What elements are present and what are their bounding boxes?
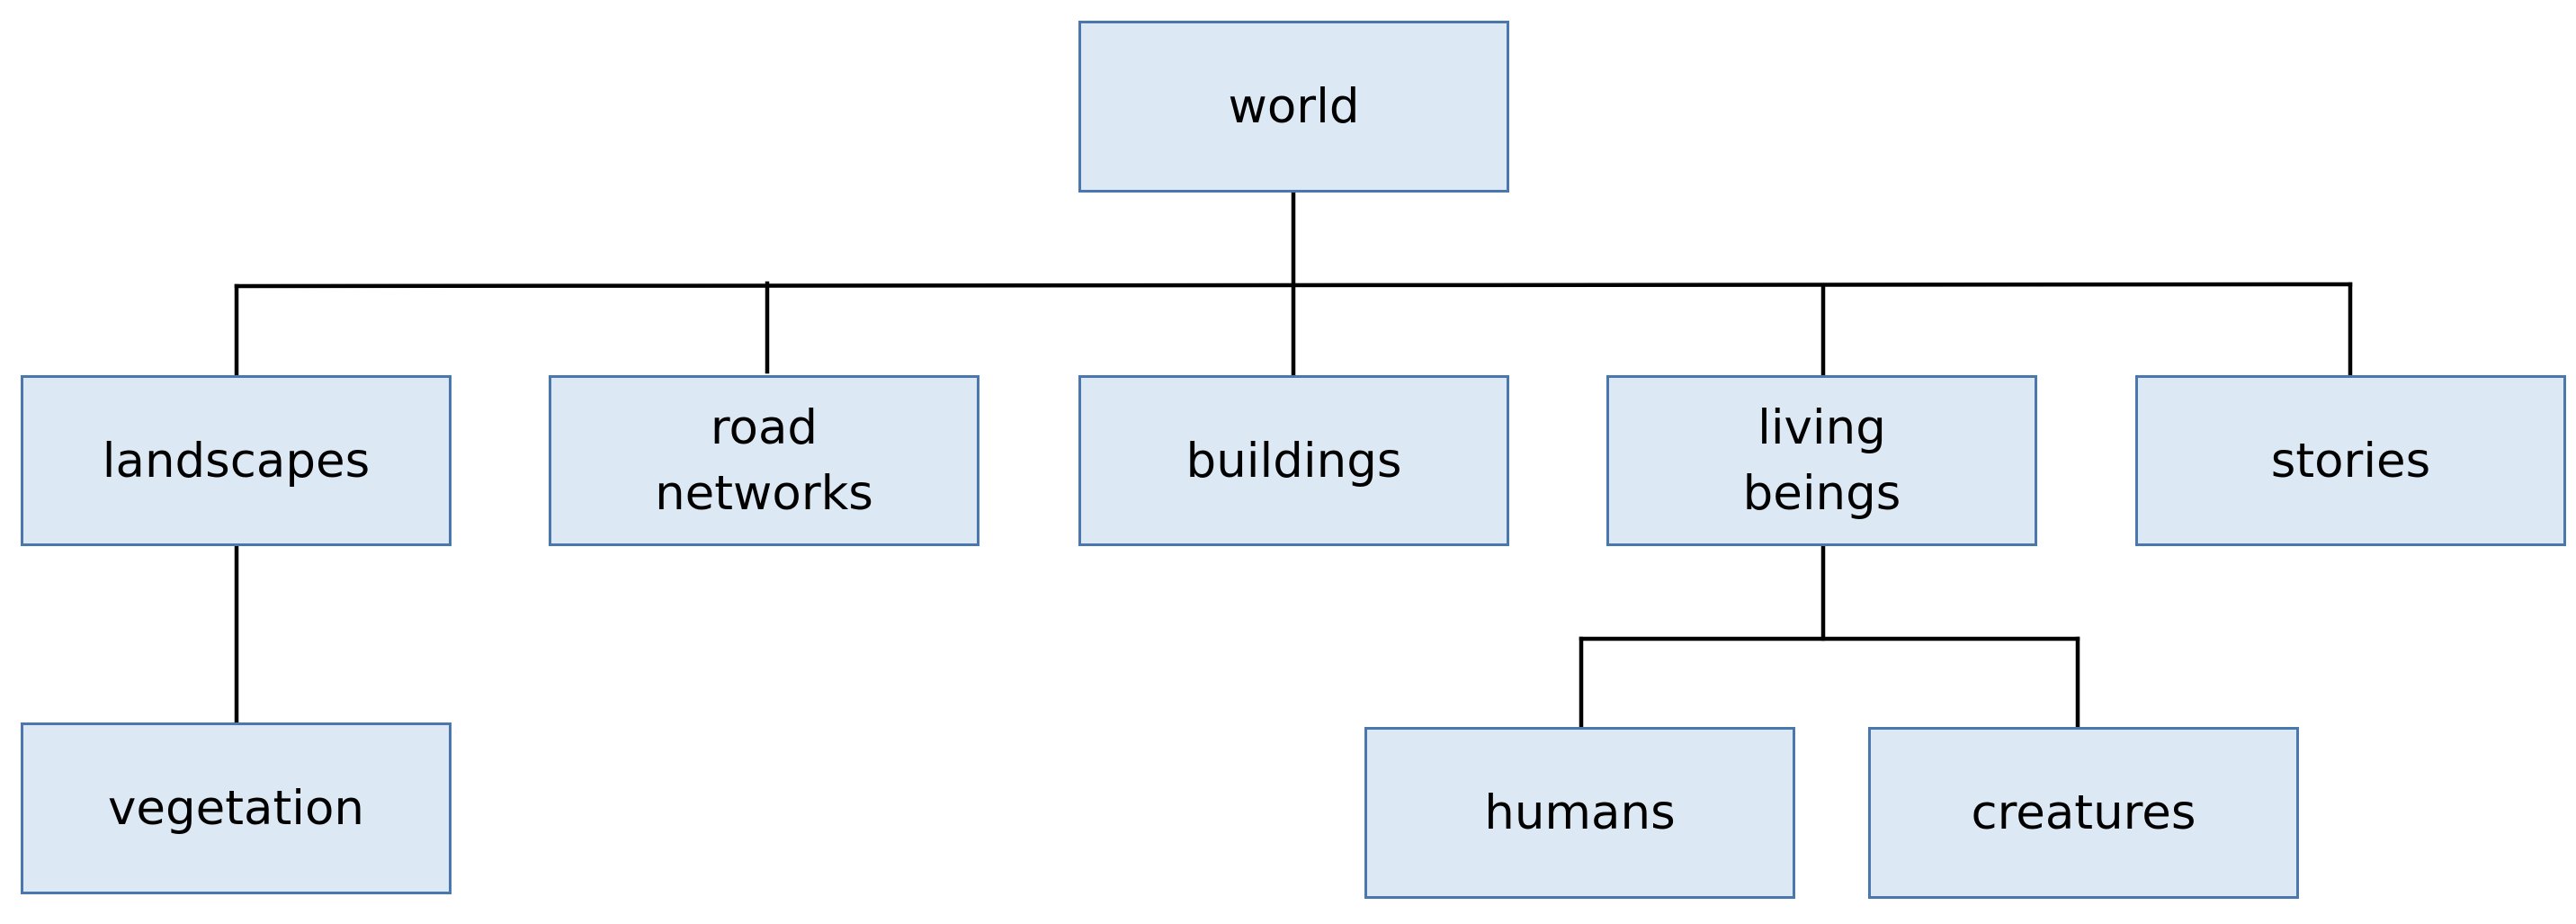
node-living-beings: living beings [1606, 375, 2037, 546]
node-world: world [1078, 21, 1509, 193]
node-label: buildings [1185, 433, 1402, 489]
node-stories: stories [2135, 375, 2566, 546]
node-label: vegetation [107, 781, 364, 836]
node-humans: humans [1364, 727, 1795, 899]
node-label: world [1228, 79, 1360, 134]
node-label: landscapes [102, 433, 371, 489]
node-landscapes: landscapes [21, 375, 452, 546]
node-label: road networks [655, 400, 873, 521]
node-road-networks: road networks [549, 375, 979, 546]
node-label: humans [1484, 785, 1676, 840]
node-label: creatures [1971, 785, 2196, 840]
node-label: stories [2270, 433, 2431, 489]
node-creatures: creatures [1868, 727, 2299, 899]
node-buildings: buildings [1078, 375, 1509, 546]
node-vegetation: vegetation [21, 722, 452, 894]
node-label: living beings [1742, 400, 1901, 521]
